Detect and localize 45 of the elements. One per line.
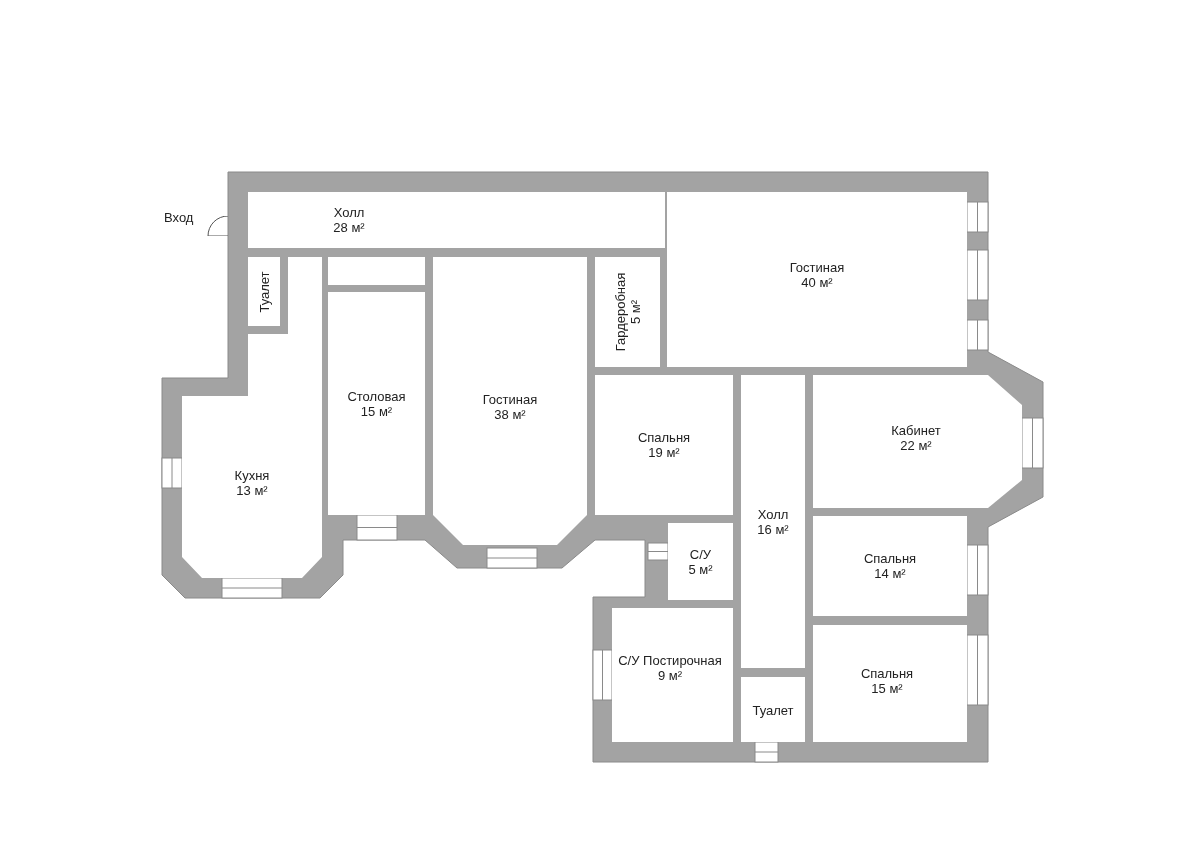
room <box>741 375 805 668</box>
room-name: С/У <box>689 546 712 562</box>
room <box>182 257 322 578</box>
room <box>741 677 805 742</box>
room-name: Холл <box>333 205 365 220</box>
area-label: 9 м² <box>657 668 683 683</box>
area-label: 5 м² <box>688 561 713 577</box>
room-name: Столовая <box>347 388 406 404</box>
area-label: 14 м² <box>874 566 906 581</box>
room <box>248 257 280 326</box>
room-name: Туалет <box>752 702 794 717</box>
room <box>813 625 967 742</box>
area-label: 16 м² <box>757 522 789 537</box>
area-label: 22 м² <box>900 438 932 453</box>
room <box>595 257 660 367</box>
area-label: 19 м² <box>648 445 680 460</box>
area-label: 28 м² <box>333 220 365 235</box>
room-name: Гостиная <box>789 260 845 275</box>
area-label: 5 м² <box>627 299 643 325</box>
closet-box <box>328 257 425 285</box>
room-name: Спальня <box>860 666 914 681</box>
area-label: 40 м² <box>801 275 833 290</box>
room <box>668 523 733 600</box>
room-name: Холл <box>757 507 789 522</box>
area-label: 13 м² <box>236 483 268 498</box>
room-name: Спальня <box>637 430 691 445</box>
room <box>667 192 967 367</box>
room <box>813 375 1022 508</box>
room <box>328 292 425 515</box>
room-name: Гардеробная <box>612 272 628 352</box>
room <box>433 257 587 545</box>
entrance-label: Вход <box>164 209 194 227</box>
room <box>248 192 665 248</box>
room-name: Кухня <box>234 468 270 483</box>
area-label: 15 м² <box>871 681 903 696</box>
area-label: 15 м² <box>360 403 393 419</box>
room-name: Туалет <box>256 270 272 313</box>
area-label: 38 м² <box>494 407 526 422</box>
room-name: С/У Постирочная <box>618 653 722 668</box>
room-name: Гостиная <box>482 392 538 407</box>
room-name: Спальня <box>863 551 917 566</box>
room <box>595 375 733 515</box>
room <box>813 516 967 616</box>
room-name: Кабинет <box>891 423 941 438</box>
room <box>612 608 733 742</box>
